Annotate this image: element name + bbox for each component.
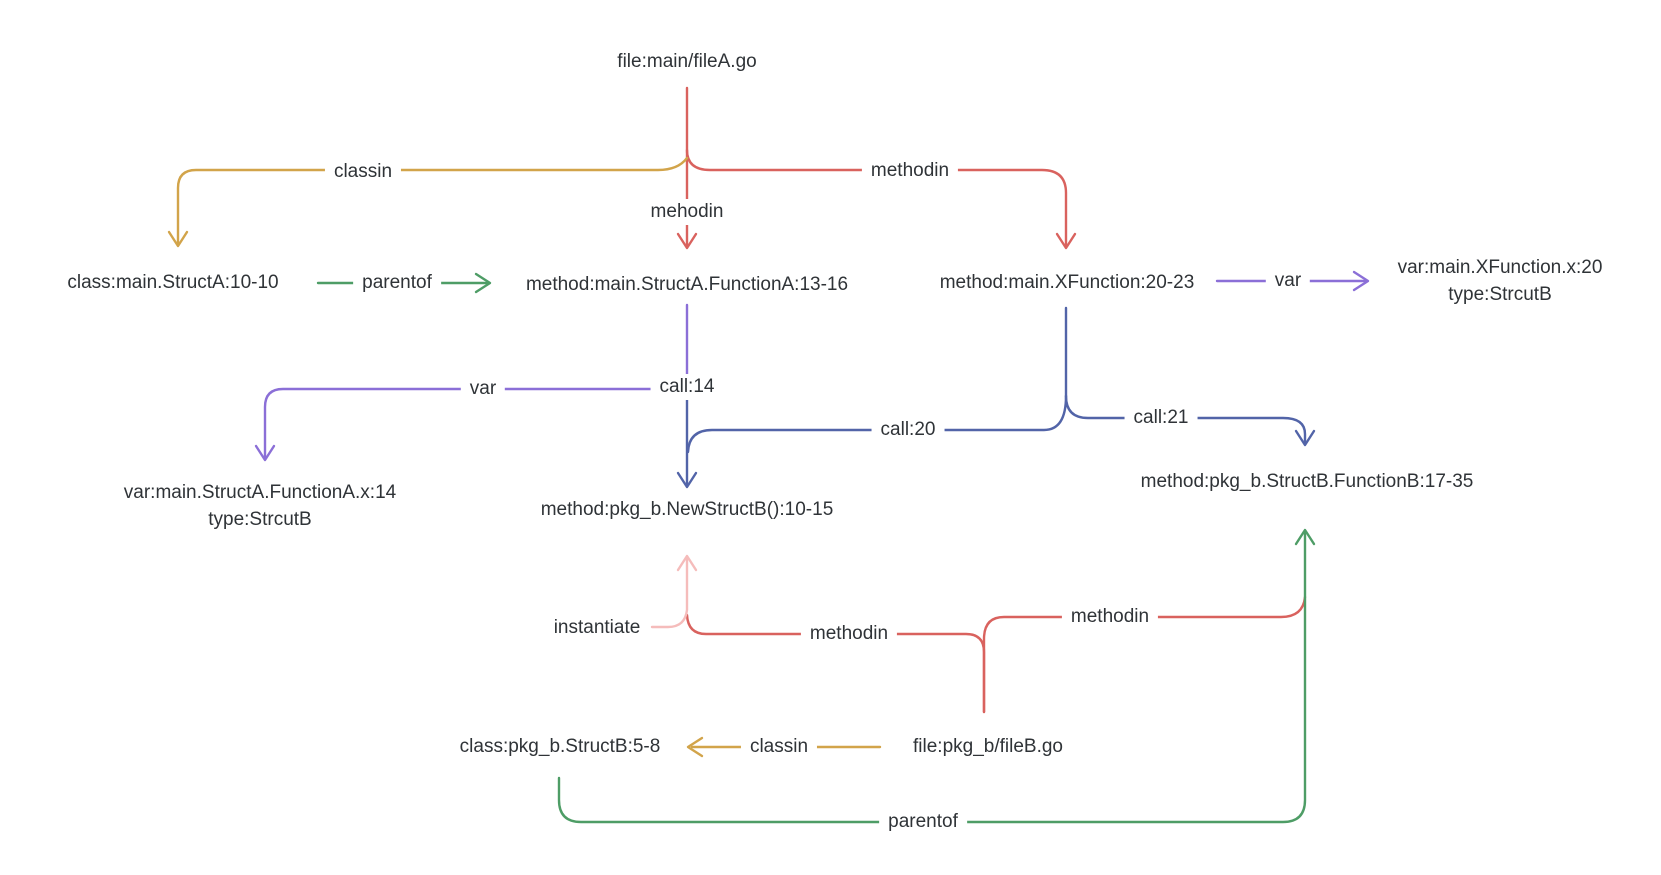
node-class-main-structA: class:main.StructA:10-10: [62, 270, 284, 296]
edge-classin-top-line: [176, 156, 689, 246]
edge-label-methodin-bottom-right: methodin: [1061, 604, 1159, 630]
edge-classin-top-arrowhead: [167, 230, 189, 248]
edge-instantiate-arrowhead: [676, 554, 698, 572]
node-file-pkgb-fileB: file:pkg_b/fileB.go: [908, 734, 1068, 760]
node-class-pkgb-structB: class:pkg_b.StructB:5-8: [454, 734, 666, 760]
edge-label-call20: call:20: [871, 417, 945, 443]
edge-label-call21: call:21: [1124, 405, 1198, 431]
node-var-xfunction-x-line1: var:main.XFunction.x:20: [1397, 257, 1603, 278]
edge-parentof-top-arrowhead: [474, 272, 492, 294]
edge-label-methodin-top: methodin: [861, 158, 959, 184]
edge-classin-bottom-arrowhead: [686, 736, 704, 758]
node-method-functionA: method:main.StructA.FunctionA:13-16: [520, 272, 854, 298]
edge-label-parentof-bottom: parentof: [879, 809, 967, 835]
node-method-xfunction: method:main.XFunction:20-23: [934, 270, 1200, 296]
edge-parentof-bottom-line: [557, 530, 1307, 824]
edge-call14-arrowhead: [676, 471, 698, 489]
edge-methodin-top-arrowhead: [1055, 232, 1077, 250]
edge-label-var-left: var: [460, 376, 506, 402]
edge-label-var-right: var: [1265, 268, 1311, 294]
edge-parentof-bottom-arrowhead: [1294, 528, 1316, 546]
node-var-xfunction-x-line2: type:StrcutB: [1448, 284, 1552, 305]
edge-mehodin-arrowhead: [676, 232, 698, 250]
edge-call21-arrowhead: [1294, 429, 1316, 447]
node-method-functionB: method:pkg_b.StructB.FunctionB:17-35: [1135, 469, 1479, 495]
edge-label-call14: call:14: [650, 374, 724, 400]
edge-var-left-line: [263, 387, 689, 460]
edge-label-classin-top: classin: [324, 159, 402, 185]
edge-methodin-bottom-right-line: [982, 595, 1307, 714]
edge-var-right-arrowhead: [1352, 270, 1370, 292]
node-file-main-fileA: file:main/fileA.go: [612, 49, 762, 75]
node-var-functionA-x-line2: type:StrcutB: [208, 509, 312, 530]
edge-var-left-arrowhead: [254, 444, 276, 462]
edge-label-instantiate: instantiate: [544, 615, 650, 641]
node-var-xfunction-x: var:main.XFunction.x:20 type:StrcutB: [1392, 254, 1608, 308]
node-var-functionA-x-line1: var:main.StructA.FunctionA.x:14: [123, 482, 397, 503]
node-method-newStructB: method:pkg_b.NewStructB():10-15: [535, 497, 839, 523]
edge-call21-line: [1064, 394, 1307, 445]
edge-label-parentof-top: parentof: [353, 270, 441, 296]
edge-label-methodin-bottom-left: methodin: [800, 621, 898, 647]
edge-label-mehodin: mehodin: [641, 199, 733, 225]
node-var-functionA-x: var:main.StructA.FunctionA.x:14 type:Str…: [118, 479, 402, 533]
edge-label-classin-bottom: classin: [740, 734, 818, 760]
edge-methodin-top-line: [685, 148, 1068, 248]
edge-instantiate-line: [650, 555, 689, 629]
